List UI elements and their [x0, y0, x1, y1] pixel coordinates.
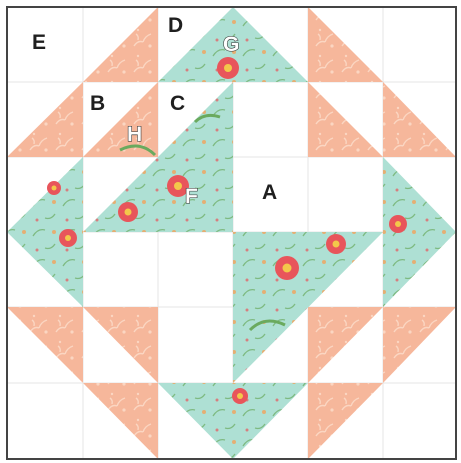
label-b: B: [90, 92, 105, 115]
label-f: F: [185, 185, 198, 208]
label-e: E: [32, 31, 46, 54]
label-g: G: [223, 33, 239, 56]
label-h: H: [127, 123, 142, 146]
label-c: C: [170, 92, 185, 115]
label-a: A: [262, 181, 277, 204]
label-d: D: [168, 14, 183, 37]
